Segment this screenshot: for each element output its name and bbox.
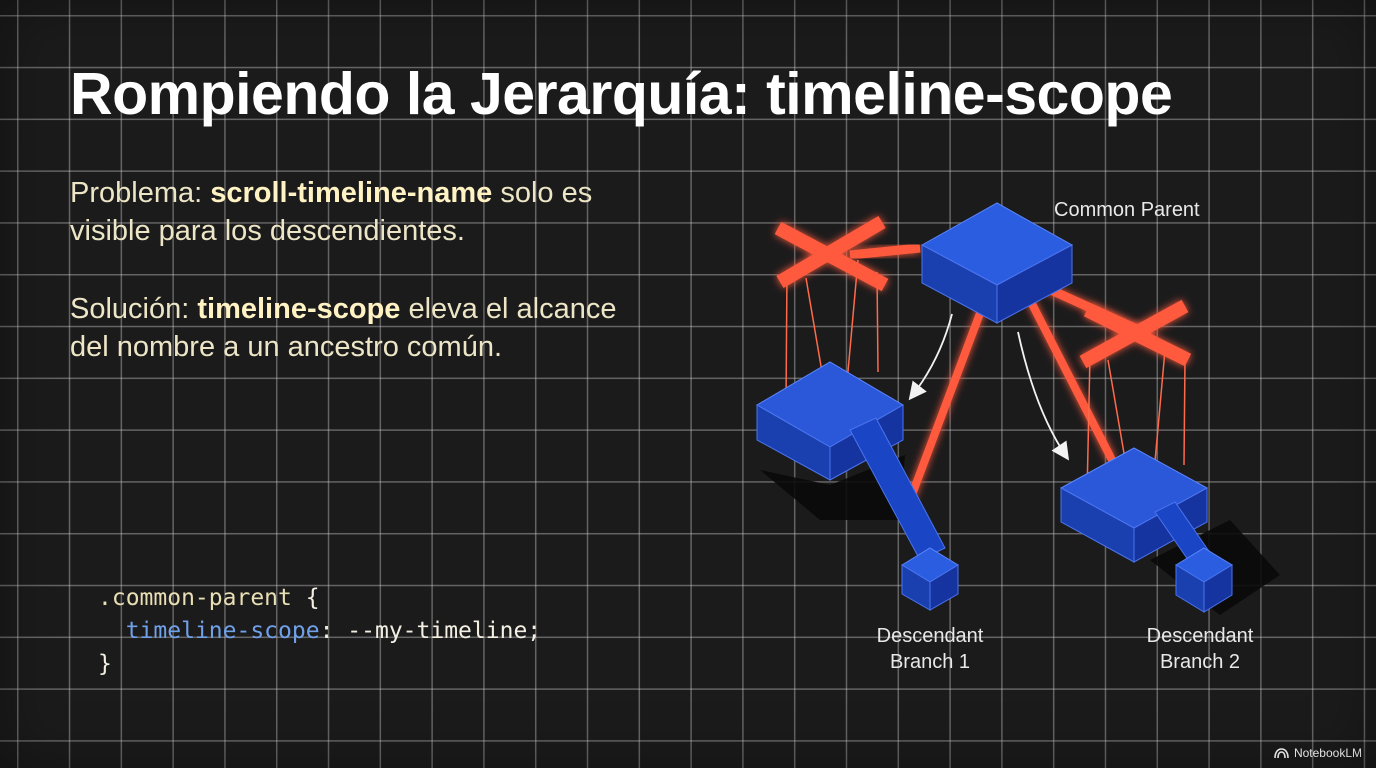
slide-title: Rompiendo la Jerarquía: timeline-scope bbox=[70, 61, 1173, 127]
code-selector: .common-parent bbox=[98, 585, 292, 611]
blocked-link-left bbox=[849, 243, 921, 260]
branch1-label-line1: Descendant bbox=[876, 625, 984, 647]
branch1-label-line2: Branch 1 bbox=[889, 651, 971, 673]
watermark-text: NotebookLM bbox=[1293, 746, 1362, 760]
branch1-label: Descendant Branch 1 bbox=[860, 623, 1000, 675]
scope-diagram bbox=[756, 202, 1280, 615]
blocked-x-icon-left bbox=[774, 215, 889, 292]
solution-text: Solución: timeline-scope eleva el alcanc… bbox=[70, 290, 630, 366]
branch1-connector bbox=[849, 417, 946, 561]
code-property: timeline-scope bbox=[125, 618, 320, 644]
problem-rest: solo es visible para los descendientes. bbox=[70, 177, 593, 247]
notebooklm-logo-icon bbox=[1274, 747, 1289, 758]
problem-prefix: Problema: bbox=[70, 177, 211, 209]
code-close-brace: } bbox=[98, 651, 112, 677]
scope-link-branch1 bbox=[906, 298, 989, 502]
scope-link-branch2 bbox=[1026, 298, 1116, 462]
code-open-brace: { bbox=[291, 585, 320, 611]
branch1-child-node bbox=[901, 547, 959, 611]
branch1-shadow bbox=[760, 455, 905, 520]
problem-text: Problema: scroll-timeline-name solo es v… bbox=[70, 174, 630, 250]
notebooklm-watermark: NotebookLM bbox=[1274, 746, 1362, 760]
branch2-label-line1: Descendant bbox=[1146, 625, 1254, 647]
branch2-label: Descendant Branch 2 bbox=[1130, 623, 1270, 675]
blocked-x-icon-right bbox=[1079, 299, 1192, 369]
code-value: : --my-timeline; bbox=[319, 618, 542, 644]
solution-rest: eleva el alcance del nombre a un ancestr… bbox=[70, 293, 617, 363]
branch2-label-line2: Branch 2 bbox=[1159, 651, 1241, 673]
scope-arrow-branch2 bbox=[1017, 331, 1070, 461]
solution-prefix: Solución: bbox=[70, 293, 198, 325]
solution-term: timeline-scope bbox=[197, 293, 401, 325]
problem-term: scroll-timeline-name bbox=[210, 177, 493, 209]
branch2-child-node bbox=[1175, 547, 1233, 613]
code-snippet: .common-parent { timeline-scope: --my-ti… bbox=[98, 582, 541, 681]
scope-arrow-branch1 bbox=[908, 313, 953, 401]
common-parent-node bbox=[920, 202, 1074, 324]
common-parent-label: Common Parent bbox=[1054, 199, 1200, 221]
